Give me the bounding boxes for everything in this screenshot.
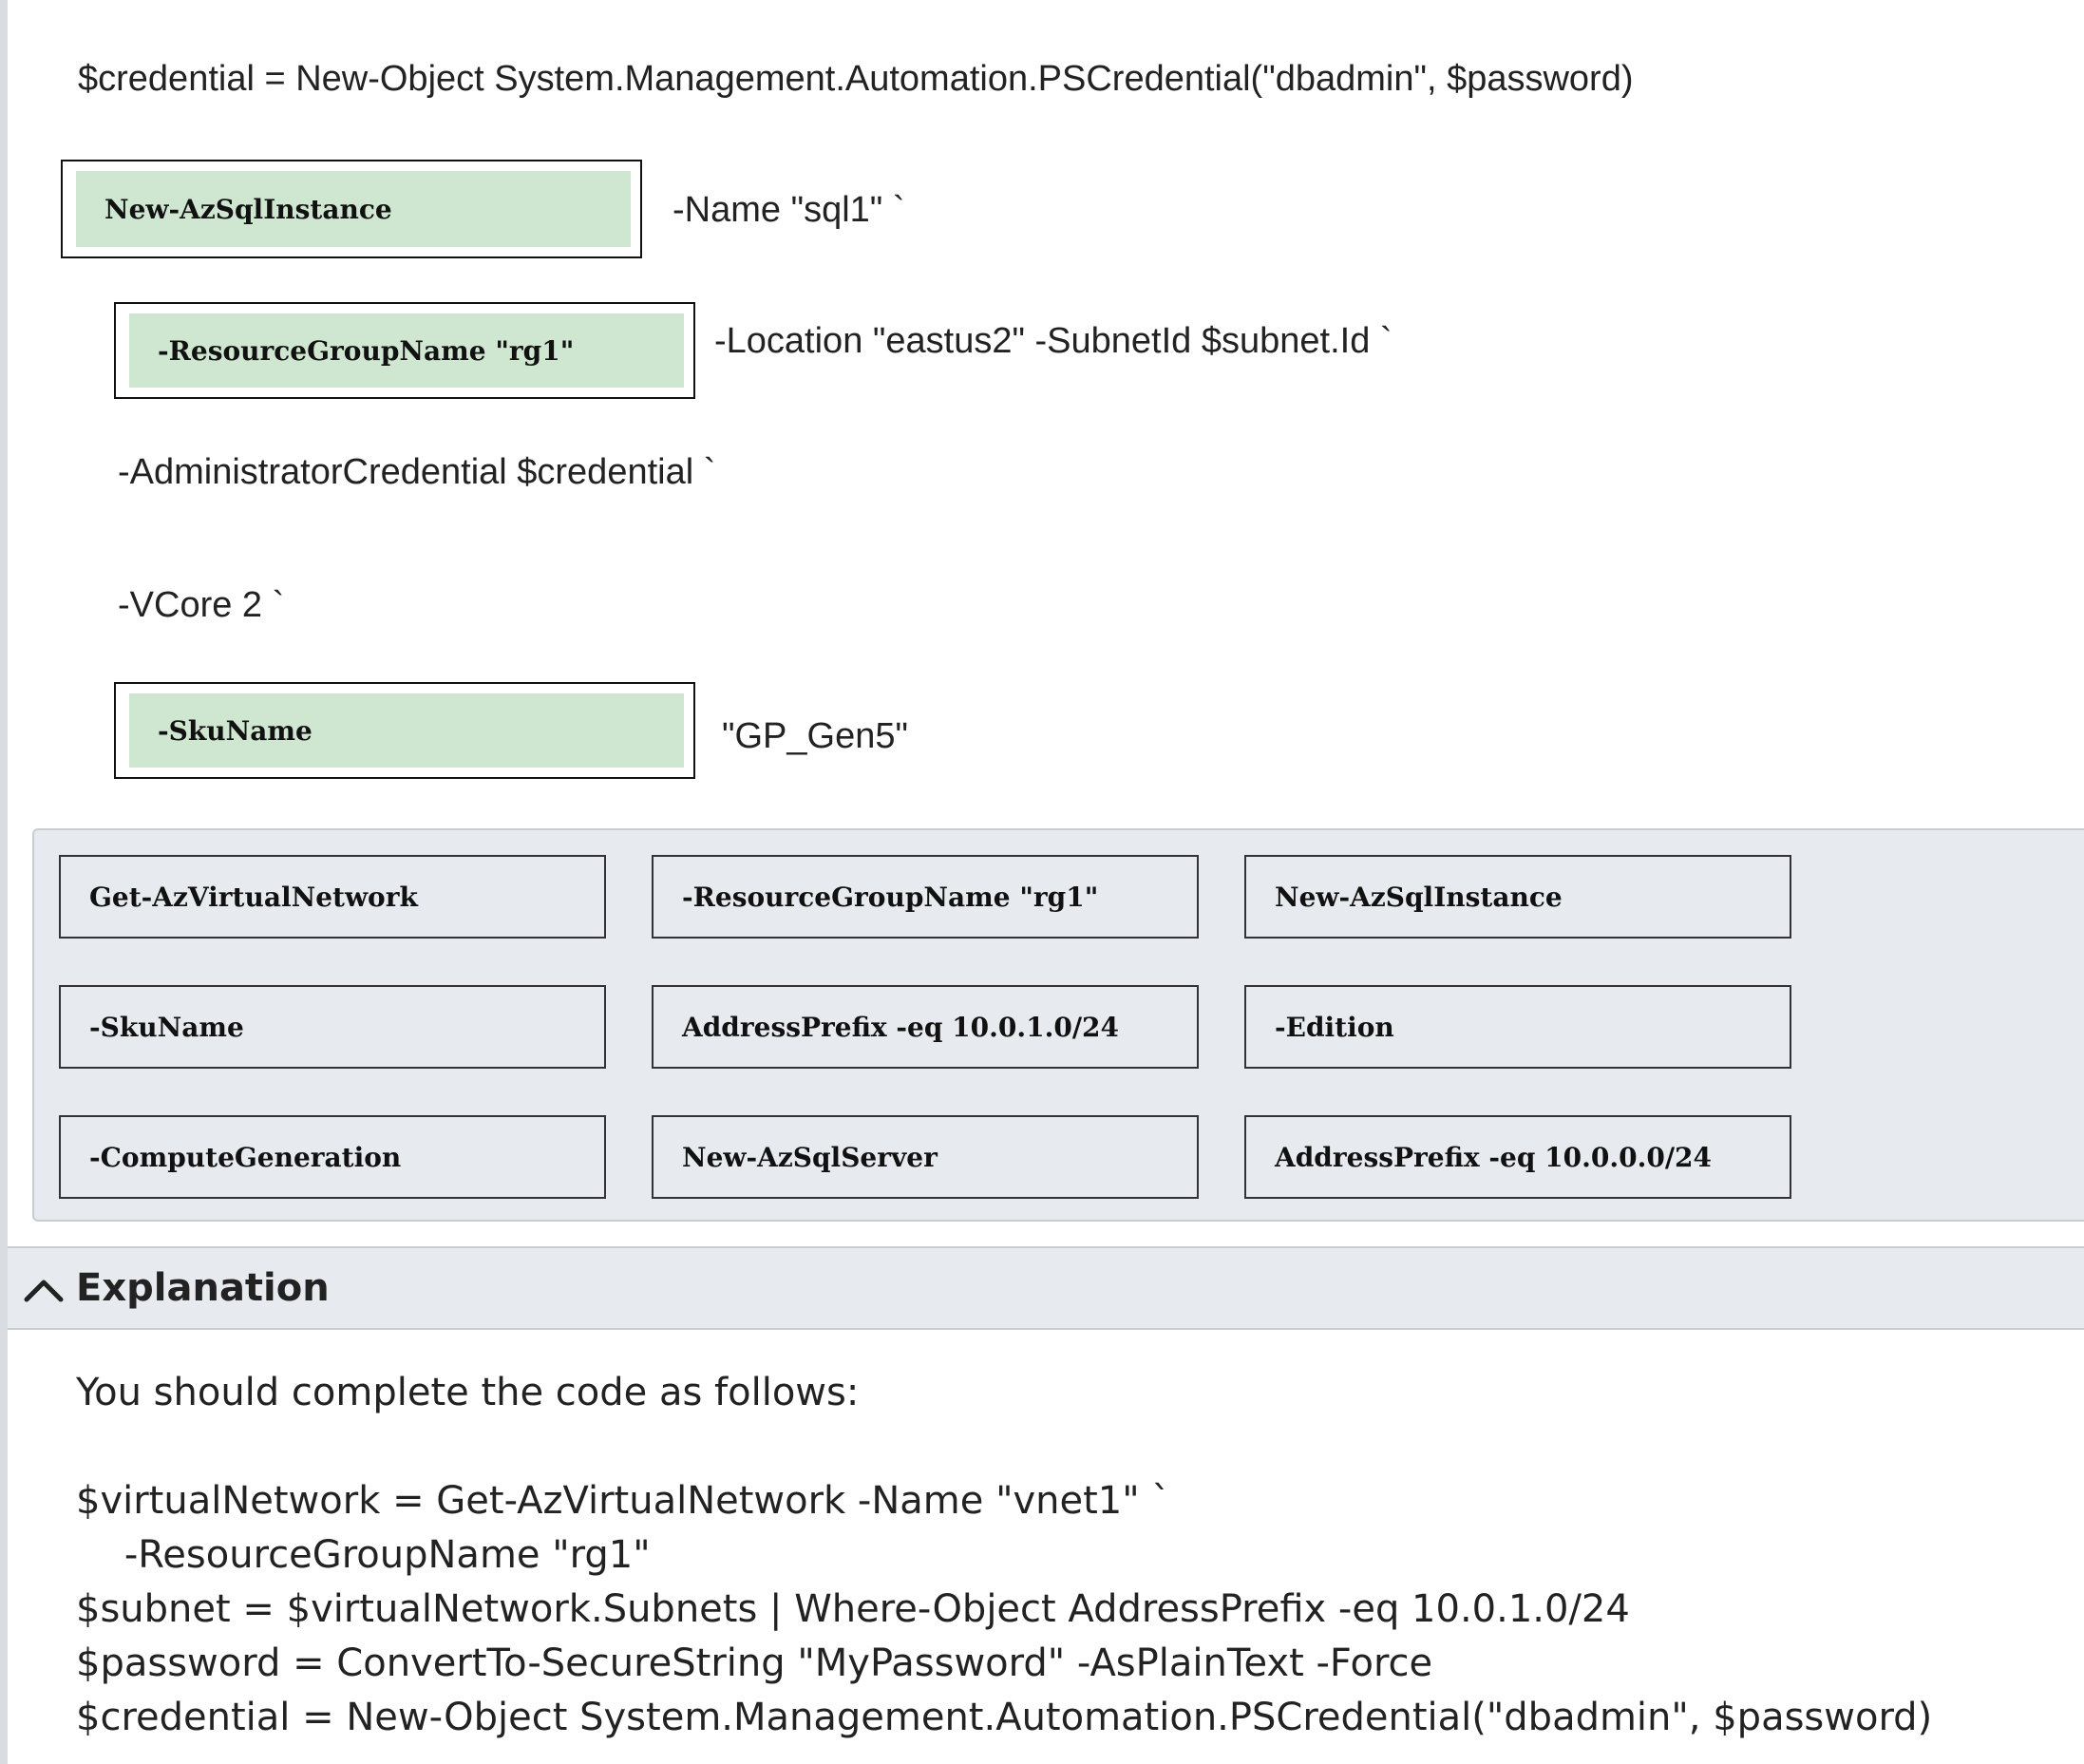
- tile-resourcegroupname-rg1[interactable]: -ResourceGroupName "rg1": [652, 855, 1199, 939]
- answer-slot-1-value[interactable]: New-AzSqlInstance: [76, 171, 631, 247]
- tile-new-azsqlserver[interactable]: New-AzSqlServer: [652, 1115, 1199, 1199]
- explanation-line: $virtualNetwork = Get-AzVirtualNetwork -…: [76, 1479, 1171, 1523]
- explanation-line: $subnet = $virtualNetwork.Subnets | Wher…: [76, 1587, 1630, 1631]
- tile-get-azvirtualnetwork[interactable]: Get-AzVirtualNetwork: [59, 855, 606, 939]
- tile-new-azsqlinstance[interactable]: New-AzSqlInstance: [1244, 855, 1791, 939]
- code-slot-2-suffix: -Location "eastus2" -SubnetId $subnet.Id…: [714, 321, 1392, 361]
- code-slot-3-suffix: "GP_Gen5": [722, 716, 908, 756]
- explanation-line: $credential = New-Object System.Manageme…: [76, 1696, 1933, 1739]
- code-line-credential: $credential = New-Object System.Manageme…: [78, 59, 1634, 99]
- code-slot-1-suffix: -Name "sql1" `: [673, 190, 905, 230]
- explanation-title: Explanation: [76, 1266, 330, 1310]
- answer-slot-2-value[interactable]: -ResourceGroupName "rg1": [129, 313, 684, 388]
- answer-slot-2[interactable]: -ResourceGroupName "rg1": [114, 302, 695, 399]
- explanation-intro: You should complete the code as follows:: [76, 1371, 860, 1414]
- code-line-admin-credential: -AdministratorCredential $credential `: [118, 452, 716, 492]
- tile-edition[interactable]: -Edition: [1244, 985, 1791, 1069]
- tile-computegeneration[interactable]: -ComputeGeneration: [59, 1115, 606, 1199]
- tile-addressprefix-10-0-1-0[interactable]: AddressPrefix -eq 10.0.1.0/24: [652, 985, 1199, 1069]
- explanation-line: $password = ConvertTo-SecureString "MyPa…: [76, 1641, 1433, 1685]
- explanation-line: -ResourceGroupName "rg1": [76, 1533, 651, 1577]
- explanation-toggle[interactable]: Explanation: [8, 1246, 2084, 1330]
- left-border: [0, 0, 8, 1764]
- answer-bank: Get-AzVirtualNetwork -ResourceGroupName …: [32, 828, 2084, 1222]
- answer-slot-1[interactable]: New-AzSqlInstance: [61, 160, 642, 258]
- tile-addressprefix-10-0-0-0[interactable]: AddressPrefix -eq 10.0.0.0/24: [1244, 1115, 1791, 1199]
- answer-slot-3-value[interactable]: -SkuName: [129, 693, 684, 768]
- chevron-up-icon[interactable]: [23, 1271, 65, 1309]
- tile-skuname[interactable]: -SkuName: [59, 985, 606, 1069]
- answer-slot-3[interactable]: -SkuName: [114, 682, 695, 779]
- code-line-vcore: -VCore 2 `: [118, 585, 285, 625]
